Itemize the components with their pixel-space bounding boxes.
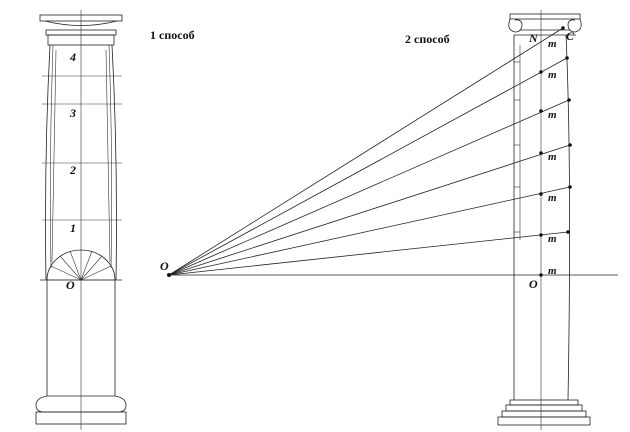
ray-label-m-2: m xyxy=(548,69,557,81)
pole-point xyxy=(167,273,171,277)
method1-title: 1 способ xyxy=(150,28,195,42)
ray-label-m-5: m xyxy=(548,192,557,204)
projection-rays xyxy=(168,27,571,276)
right-base-fillet xyxy=(509,399,579,406)
ray-6 xyxy=(168,231,569,276)
left-shaft-outline-left xyxy=(45,44,51,281)
left-origin-label: O xyxy=(66,278,75,292)
left-division-label-2: 2 xyxy=(69,163,76,177)
right-origin-label: O xyxy=(529,277,538,291)
left-division-label-1: 1 xyxy=(70,221,76,235)
right-plinth xyxy=(497,416,591,426)
ray-5 xyxy=(168,186,571,276)
ray-4 xyxy=(168,144,571,276)
ray-label-m-3: m xyxy=(548,109,557,121)
point-n-label: N xyxy=(528,31,539,45)
ray-1 xyxy=(168,27,564,276)
right-abacus xyxy=(509,13,581,20)
pole-label: O xyxy=(160,259,169,273)
left-shaft-inner-right xyxy=(108,44,112,269)
method2-title: 2 способ xyxy=(405,32,450,46)
point-c-label: C xyxy=(566,29,575,43)
left-shaft-inner-left xyxy=(50,44,54,269)
right-shaft-right xyxy=(565,34,570,401)
right-base-torus xyxy=(505,404,583,412)
left-division-label-4: 4 xyxy=(69,50,76,64)
ray-3 xyxy=(168,99,570,276)
ray-label-m-4: m xyxy=(548,151,557,163)
ray-label-m-7: m xyxy=(548,265,557,277)
right-column xyxy=(167,10,618,430)
left-shaft-guide-right xyxy=(105,49,111,263)
right-shaft-ticks xyxy=(514,61,520,233)
ray-2 xyxy=(168,57,568,276)
right-base-scotia xyxy=(501,410,587,418)
left-shaft-outline-right xyxy=(111,44,117,281)
ray-label-m-1: m xyxy=(548,38,557,50)
left-division-label-3: 3 xyxy=(69,106,76,120)
left-shaft-guide-left xyxy=(51,49,57,263)
construction-points xyxy=(167,26,572,277)
left-column: 4 3 2 1 O xyxy=(35,10,127,430)
ray-label-m-6: m xyxy=(548,233,557,245)
